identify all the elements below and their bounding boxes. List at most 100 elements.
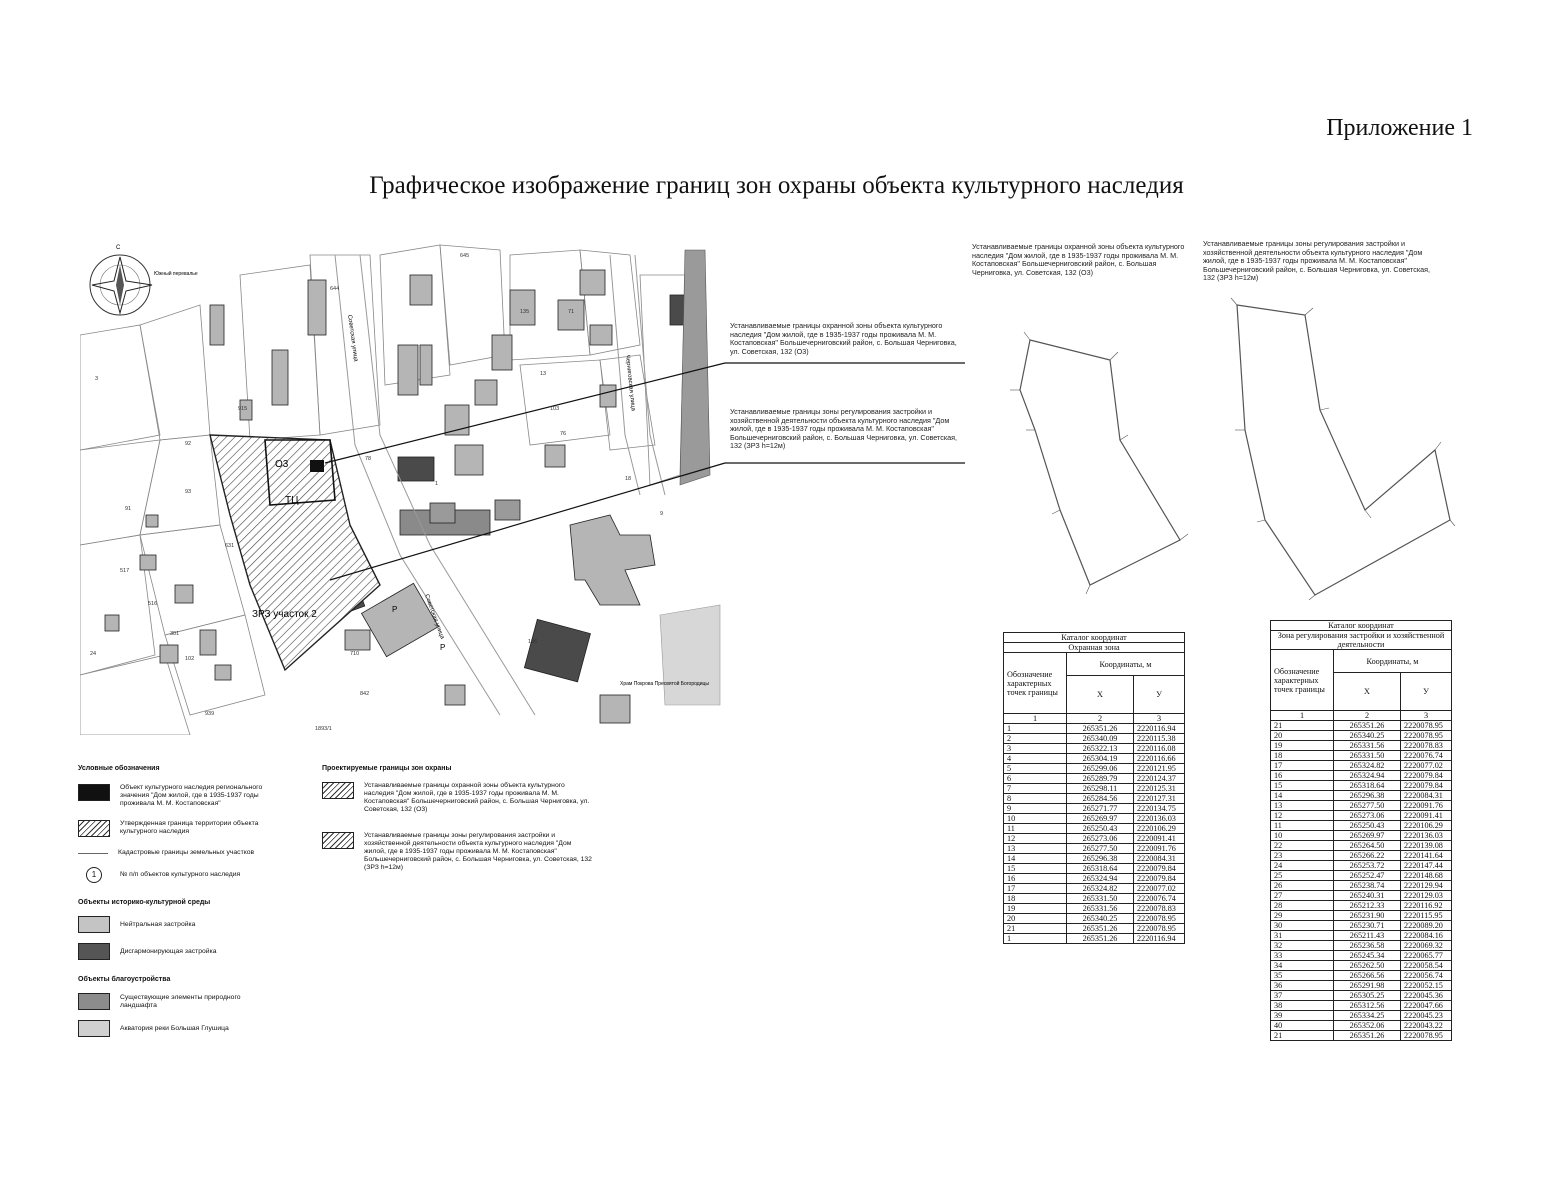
table2-colnum: 3: [1400, 710, 1452, 721]
x-coord-cell: 265324.94: [1066, 873, 1134, 884]
x-coord-cell: 265312.56: [1333, 1000, 1401, 1011]
y-coord-cell: 2220078.95: [1400, 720, 1452, 731]
legend-item-heritage: Объект культурного наследия региональног…: [78, 784, 278, 808]
point-id-cell: 11: [1270, 820, 1334, 831]
y-coord-cell: 2220084.31: [1133, 853, 1185, 864]
point-id-cell: 33: [1270, 950, 1334, 961]
legend-text: Кадастровые границы земельных участков: [118, 849, 255, 856]
x-coord-cell: 265340.09: [1066, 733, 1134, 744]
point-id-cell: 2: [1003, 733, 1067, 744]
x-coord-cell: 265324.94: [1333, 770, 1401, 781]
table2-colnum: 1: [1270, 710, 1334, 721]
legend-title: Условные обозначения: [78, 765, 160, 772]
coordinate-table-1: Каталог координат Охранная зона Обозначе…: [1003, 632, 1185, 944]
point-id-cell: 34: [1270, 960, 1334, 971]
point-id-cell: 1: [1003, 933, 1067, 944]
legend-item-dissonant: Дисгармонирующая застройка: [78, 943, 278, 960]
parcel-number: 78: [365, 456, 371, 462]
x-coord-cell: 265284.56: [1066, 793, 1134, 804]
page-title: Графическое изображение границ зон охран…: [369, 172, 1184, 199]
street-label: Советская улица: [346, 314, 359, 362]
x-coord-cell: 265298.11: [1066, 783, 1134, 794]
y-coord-cell: 2220084.16: [1400, 930, 1452, 941]
zone-label-o3: О3: [275, 459, 289, 470]
table2-block: Каталог координат Зона регулирования зас…: [1270, 620, 1452, 1041]
x-coord-cell: 265269.97: [1333, 830, 1401, 841]
y-coord-cell: 2220136.03: [1400, 830, 1452, 841]
x-coord-cell: 265340.25: [1066, 913, 1134, 924]
point-id-cell: 15: [1270, 780, 1334, 791]
point-id-cell: 26: [1270, 880, 1334, 891]
point-id-cell: 8: [1003, 793, 1067, 804]
scheme-zrz-caption: Устанавливаемые границы зоны регулирован…: [1203, 239, 1431, 283]
point-id-cell: 20: [1003, 913, 1067, 924]
x-coord-cell: 265236.58: [1333, 940, 1401, 951]
y-coord-cell: 2220084.31: [1400, 790, 1452, 801]
y-coord-cell: 2220124.37: [1133, 773, 1185, 784]
y-coord-cell: 2220116.66: [1133, 753, 1185, 764]
o3-swatch: [322, 782, 354, 799]
x-coord-cell: 265269.97: [1066, 813, 1134, 824]
callout-o3: Устанавливаемые границы охранной зоны об…: [730, 321, 957, 356]
y-coord-cell: 2220079.84: [1133, 873, 1185, 884]
x-coord-cell: 265273.06: [1333, 810, 1401, 821]
parcel-number: 644: [330, 286, 339, 292]
zone-label-zrz: ЗРЗ участок 2: [252, 609, 317, 620]
legend-text: Акватория реки Большая Глушица: [120, 1024, 229, 1032]
legend-item-zrz: Устанавливаемые границы зоны регулирован…: [322, 832, 592, 872]
legend-text: Утвержденная граница территории объекта …: [120, 820, 259, 835]
y-coord-cell: 2220141.64: [1400, 850, 1452, 861]
point-id-cell: 10: [1270, 830, 1334, 841]
legend-item-neutral: Нейтральная застройка: [78, 916, 278, 933]
river-swatch: [78, 1020, 110, 1037]
legend-item-number: 1 № п/п объектов культурного наследия: [78, 867, 278, 883]
legend-land-title: Объекты благоустройства: [78, 976, 171, 983]
compass-note: Южный перевалье: [154, 270, 198, 277]
y-coord-cell: 2220047.66: [1400, 1000, 1452, 1011]
y-coord-cell: 2220121.95: [1133, 763, 1185, 774]
dissonant-swatch: [78, 943, 110, 960]
parcel-number: 517: [120, 568, 129, 574]
point-id-cell: 32: [1270, 940, 1334, 951]
x-coord-cell: 265331.50: [1333, 750, 1401, 761]
x-coord-cell: 265238.74: [1333, 880, 1401, 891]
x-coord-cell: 265264.50: [1333, 840, 1401, 851]
legend-item-nature: Существующие элементы природного ландшаф…: [78, 993, 278, 1010]
legend-text: Нейтральная застройка: [120, 920, 196, 928]
y-coord-cell: 2220134.75: [1133, 803, 1185, 814]
y-coord-cell: 2220136.03: [1133, 813, 1185, 824]
point-id-cell: 4: [1003, 753, 1067, 764]
x-coord-cell: 265318.64: [1066, 863, 1134, 874]
point-id-cell: 13: [1003, 843, 1067, 854]
y-coord-cell: 2220076.74: [1400, 750, 1452, 761]
y-coord-cell: 2220091.76: [1400, 800, 1452, 811]
x-coord-cell: 265250.43: [1333, 820, 1401, 831]
point-id-cell: 12: [1003, 833, 1067, 844]
x-coord-cell: 265231.90: [1333, 910, 1401, 921]
y-coord-cell: 2220091.76: [1133, 843, 1185, 854]
parcel-number: 102: [185, 656, 194, 662]
parcel-number: 645: [460, 253, 469, 259]
x-coord-cell: 265291.98: [1333, 980, 1401, 991]
neutral-swatch: [78, 916, 110, 933]
parcel-number: 842: [360, 691, 369, 697]
point-id-cell: 16: [1003, 873, 1067, 884]
point-id-cell: 15: [1003, 863, 1067, 874]
